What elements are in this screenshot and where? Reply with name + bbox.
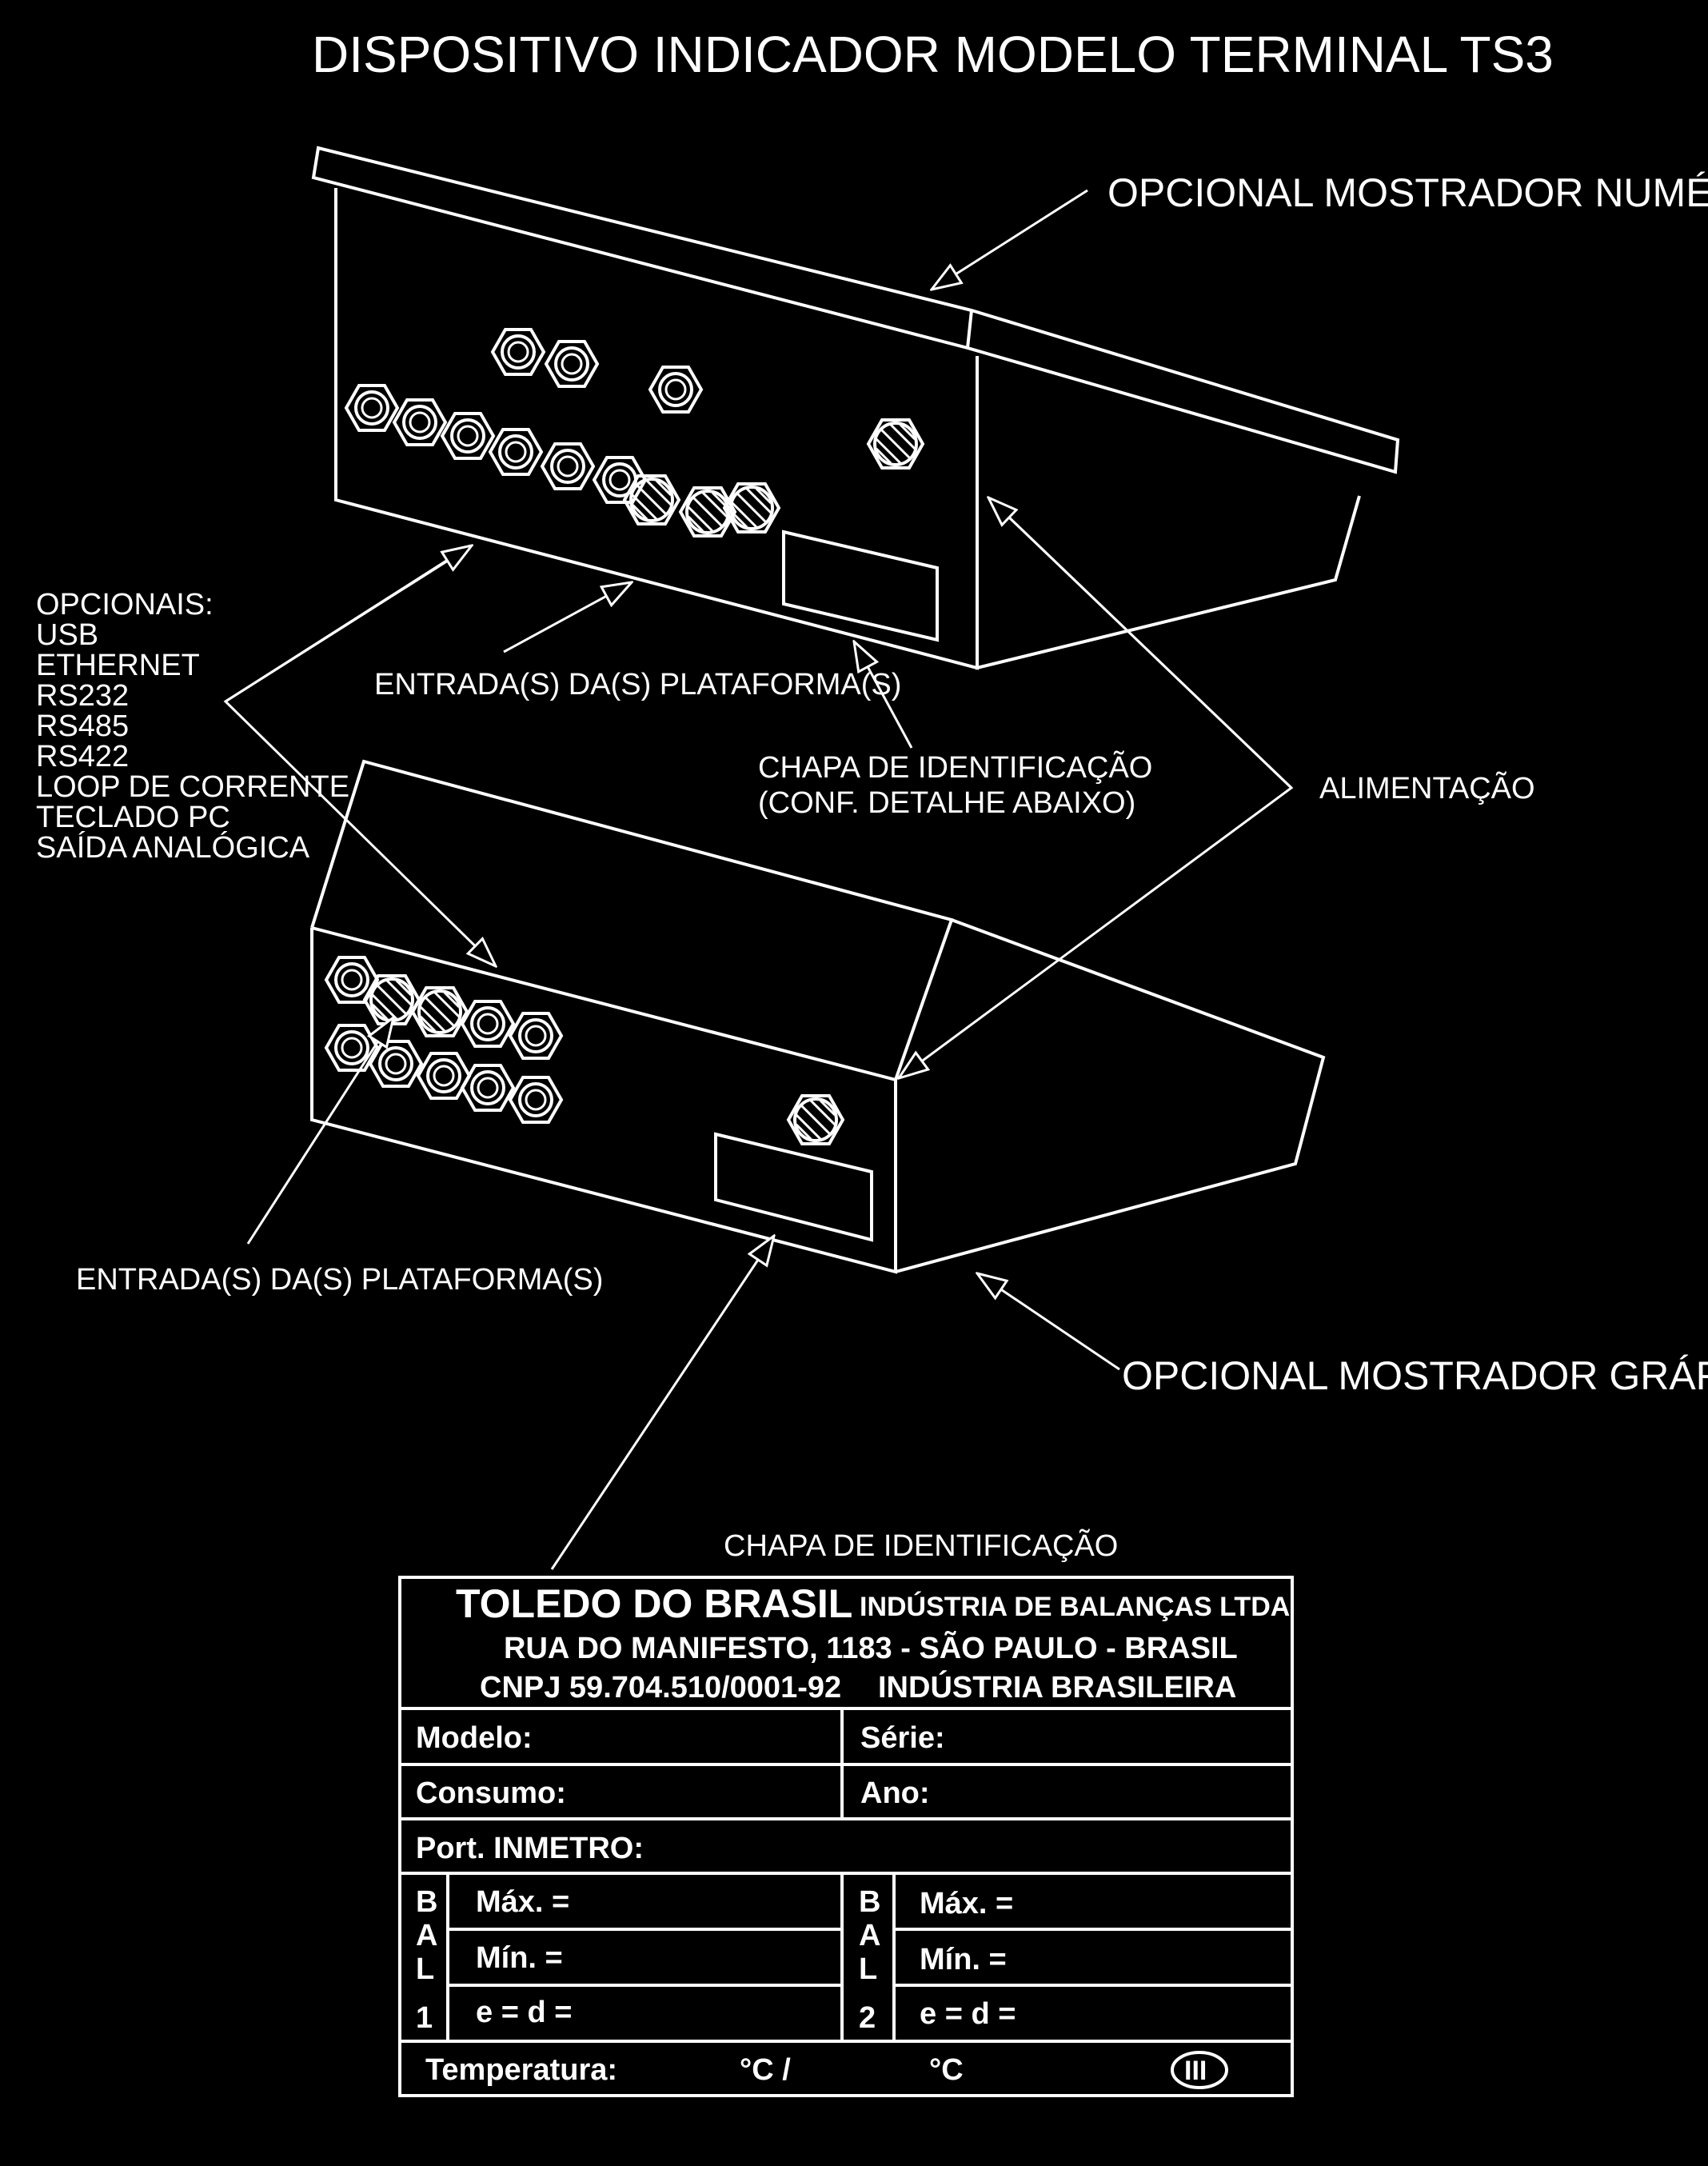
option-item: LOOP DE CORRENTE <box>36 770 349 804</box>
bal2-min: Mín. = <box>920 1943 1007 1976</box>
side-face <box>976 356 1361 670</box>
plate-accuracy-class: III <box>1184 2056 1207 2086</box>
power-leader-top <box>988 498 1293 789</box>
arrow-id-plate-top <box>854 641 913 749</box>
id-plate-slot-bottom <box>714 1132 873 1242</box>
options-list: OPCIONAIS: USB ETHERNET RS232 RS485 RS42… <box>36 588 349 865</box>
plate-address: RUA DO MANIFESTO, 1183 - SÃO PAULO - BRA… <box>504 1630 1238 1665</box>
id-plate-slot-top <box>782 530 939 642</box>
plate-year: Ano: <box>860 1776 930 1810</box>
options-leader <box>223 544 496 966</box>
label-id-plate-caption: CHAPA DE IDENTIFICAÇÃO <box>724 1529 1118 1563</box>
option-item: SAÍDA ANALÓGICA <box>36 830 310 865</box>
label-platform-inputs-bottom: ENTRADA(S) DA(S) PLATAFORMA(S) <box>76 1263 603 1297</box>
id-plate-text: TOLEDO DO BRASIL INDÚSTRIA DE BALANÇAS L… <box>416 1581 1290 2087</box>
bottom-connectors <box>325 956 844 1145</box>
top-outline <box>310 759 954 1081</box>
option-item: ETHERNET <box>36 649 200 682</box>
diagram-title: DISPOSITIVO INDICADOR MODELO TERMINAL TS… <box>312 26 1554 83</box>
accuracy-class-badge <box>1171 2051 1228 2089</box>
options-leader-hook <box>225 545 472 703</box>
arrow-numeric-display <box>932 189 1088 290</box>
bal1-min: Mín. = <box>476 1941 563 1975</box>
leader-lines <box>223 189 1294 1570</box>
label-power: ALIMENTAÇÃO <box>1319 771 1535 805</box>
plate-inmetro: Port. INMETRO: <box>416 1832 644 1865</box>
options-heading: OPCIONAIS: <box>36 588 214 621</box>
bal2-letter: A <box>859 1919 880 1952</box>
device-numeric-display <box>311 146 1400 670</box>
bal1-letter: B <box>416 1885 437 1919</box>
option-item: RS422 <box>36 740 129 773</box>
plate-made-in: INDÚSTRIA BRASILEIRA <box>878 1669 1236 1704</box>
arrow-platform-bottom <box>246 1017 393 1245</box>
arrow-graphic-display <box>977 1273 1120 1371</box>
label-platform-inputs-top: ENTRADA(S) DA(S) PLATAFORMA(S) <box>374 668 901 701</box>
bal1-letter: 1 <box>416 2001 433 2035</box>
bal1-letter: L <box>416 1952 434 1986</box>
label-graphic-display: OPCIONAL MOSTRADOR GRÁFICO <box>1122 1353 1708 1398</box>
plate-consumption: Consumo: <box>416 1776 566 1810</box>
plate-serial: Série: <box>860 1721 945 1755</box>
plate-company: TOLEDO DO BRASIL <box>456 1581 852 1626</box>
bal2-ed: e = d = <box>920 1997 1016 2031</box>
bal2-letter: 2 <box>859 2001 876 2035</box>
option-item: RS485 <box>36 709 129 743</box>
option-item: RS232 <box>36 679 129 713</box>
plate-temp-unit1: °C / <box>740 2053 791 2087</box>
plate-temp-unit2: °C <box>929 2053 964 2087</box>
option-item: USB <box>36 618 98 652</box>
arrow-platform-top <box>503 582 632 653</box>
label-id-plate-line1: CHAPA DE IDENTIFICAÇÃO <box>758 750 1152 785</box>
bal2-max: Máx. = <box>920 1887 1013 1920</box>
id-plate-detail <box>398 1576 1294 2097</box>
top-connectors <box>345 328 924 538</box>
plate-temperature: Temperatura: <box>425 2053 617 2087</box>
option-item: TECLADO PC <box>36 801 230 834</box>
bal2-letter: B <box>859 1885 880 1919</box>
bal2-letter: L <box>859 1952 877 1986</box>
side-face <box>895 918 1326 1273</box>
label-id-plate-line2: (CONF. DETALHE ABAIXO) <box>758 786 1135 820</box>
plate-cnpj: CNPJ 59.704.510/0001-92 <box>480 1671 841 1704</box>
bal1-max: Máx. = <box>476 1885 569 1919</box>
label-numeric-display: OPCIONAL MOSTRADOR NUMÉRICO <box>1107 170 1708 215</box>
plate-company-sub: INDÚSTRIA DE BALANÇAS LTDA <box>860 1592 1290 1622</box>
bal1-ed: e = d = <box>476 1996 572 2029</box>
arrow-id-plate-bottom <box>550 1236 774 1570</box>
bal1-letter: A <box>416 1919 437 1952</box>
plate-model: Modelo: <box>416 1721 533 1755</box>
device-graphic-display <box>310 759 1326 1274</box>
